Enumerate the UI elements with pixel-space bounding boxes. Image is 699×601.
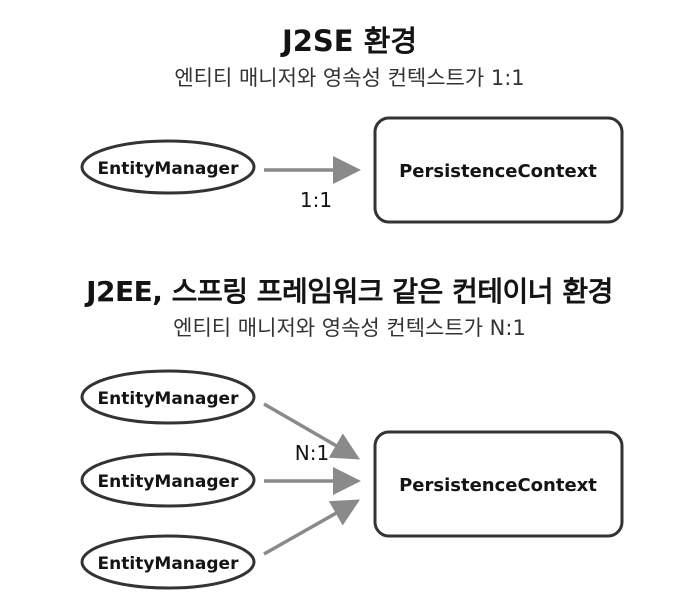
section-title-j2se: J2SE 환경: [281, 24, 418, 58]
entity-manager-label: EntityManager: [98, 472, 240, 492]
entity-manager-node: [80, 452, 256, 508]
persistence-context-label: PersistenceContext: [399, 161, 597, 182]
ratio-label: 1:1: [300, 188, 332, 212]
section-subtitle-j2ee: 엔티티 매니저와 영속성 컨텍스트가 N:1: [173, 316, 526, 340]
diagram-j2ee: EntityManager EntityManager EntityManage…: [80, 369, 624, 590]
diagram-j2se: EntityManager 1:1 PersistenceContext: [80, 116, 624, 224]
persistence-context-label: PersistenceContext: [399, 475, 597, 496]
entity-manager-label: EntityManager: [98, 554, 240, 574]
section-subtitle-j2se: 엔티티 매니저와 영속성 컨텍스트가 1:1: [174, 66, 525, 90]
persistence-context-node: [373, 116, 624, 224]
ratio-label: N:1: [295, 441, 329, 465]
entity-manager-node: [80, 139, 256, 195]
section-title-j2ee: J2EE, 스프링 프레임워크 같은 컨테이너 환경: [86, 275, 613, 308]
persistence-context-node: [373, 430, 624, 538]
entity-manager-label: EntityManager: [98, 389, 240, 409]
entity-manager-node: [80, 369, 256, 425]
arrow-connector: [263, 402, 361, 460]
entity-manager-label: EntityManager: [98, 159, 240, 179]
arrow-connector: [263, 499, 361, 556]
entity-manager-node: [80, 534, 256, 590]
